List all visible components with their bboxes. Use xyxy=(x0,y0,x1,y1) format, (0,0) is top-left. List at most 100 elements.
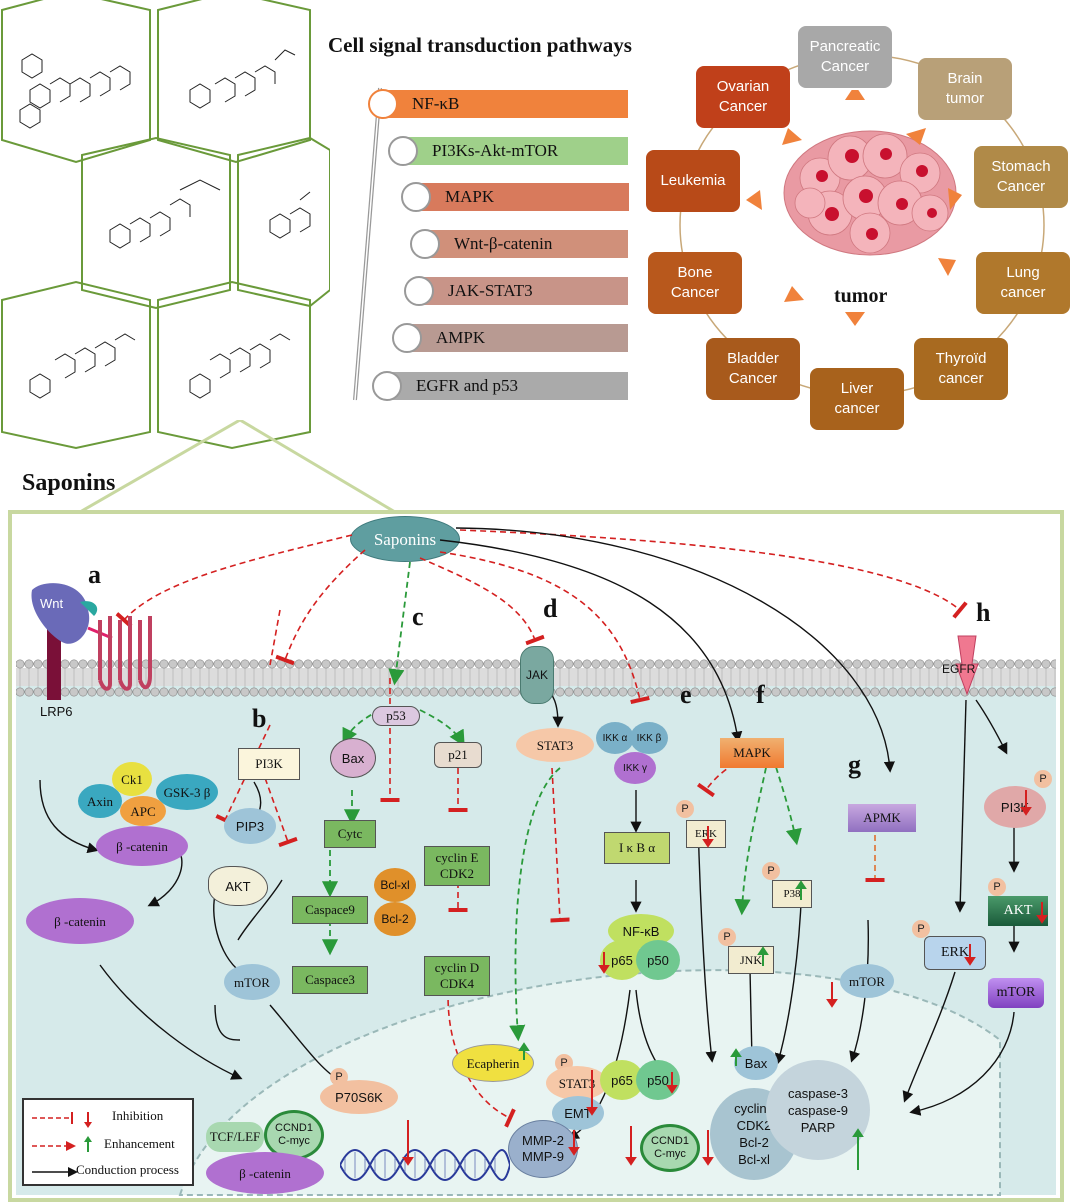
apc-node: APC xyxy=(120,796,166,826)
pi3k-h-node: PI3K xyxy=(984,786,1046,828)
cancer-type-box: Lung cancer xyxy=(976,252,1070,314)
legend: Inhibition Enhancement Conduction proces… xyxy=(22,1098,194,1186)
bcatenin-node-3: β -catenin xyxy=(206,1152,324,1194)
ccnd1-cmyc-text: CCND1 C-myc xyxy=(275,1122,313,1147)
legend-symbols xyxy=(32,1112,92,1177)
pip3-node: PIP3 xyxy=(224,808,276,844)
mmp-node: MMP-2 MMP-9 xyxy=(508,1120,578,1178)
caspases-node: caspase-3 caspase-9 PARP xyxy=(766,1060,870,1160)
pi3k-box: PI3K xyxy=(238,748,300,780)
ikka-node: IKK α xyxy=(596,722,634,754)
pathway-row: PI3Ks-Akt-mTOR xyxy=(404,137,628,165)
p50-node: p50 xyxy=(636,940,680,980)
gsk3b-node: GSK-3 β xyxy=(156,774,218,810)
lrp6-label: LRP6 xyxy=(40,704,73,719)
mtor-node: mTOR xyxy=(224,964,280,1000)
pathways-title: Cell signal transduction pathways xyxy=(328,33,632,57)
cancer-type-box: Bladder Cancer xyxy=(706,338,800,400)
p21-box: p21 xyxy=(434,742,482,768)
ccnd1b-text: CCND1 C-myc xyxy=(651,1135,689,1160)
cancer-type-box: Thyroïd cancer xyxy=(914,338,1008,400)
ecapherin-node: Ecapherin xyxy=(452,1044,534,1082)
cancer-type-box: Stomach Cancer xyxy=(974,146,1068,208)
caspace3-box: Caspace3 xyxy=(292,966,368,994)
saponins-node: Saponins xyxy=(350,516,460,562)
cancer-type-box: Brain tumor xyxy=(918,58,1012,120)
caspace9-box: Caspace9 xyxy=(292,896,368,924)
ccnd1b-node: CCND1 C-myc xyxy=(640,1124,700,1172)
jak-node: JAK xyxy=(520,646,554,704)
ikkg-node: IKK γ xyxy=(614,752,656,784)
akt-node: AKT xyxy=(208,866,268,906)
saponins-heading: Saponins xyxy=(22,470,116,496)
ccnd1-cmyc-node: CCND1 C-myc xyxy=(264,1110,324,1160)
tumor-label: tumor xyxy=(834,285,888,307)
label-e: e xyxy=(680,680,692,709)
akt-h-phospho: P xyxy=(988,878,1006,896)
pathway-node-circle xyxy=(401,182,431,212)
cancer-type-box: Liver cancer xyxy=(810,368,904,430)
mapk-box: MAPK xyxy=(720,738,784,768)
cancer-type-box: Bone Cancer xyxy=(648,252,742,314)
p53-box: p53 xyxy=(372,706,420,726)
label-f: f xyxy=(756,680,765,709)
cyclinD-box: cyclin D CDK4 xyxy=(424,956,490,996)
mmp-text: MMP-2 MMP-9 xyxy=(522,1133,564,1164)
wnt-label: Wnt xyxy=(40,596,64,611)
cancer-type-box: Pancreatic Cancer xyxy=(798,26,892,88)
jnk-phospho: P xyxy=(718,928,736,946)
bcl2-node: Bcl-2 xyxy=(374,902,416,936)
stat3-node: STAT3 xyxy=(516,728,594,762)
label-c: c xyxy=(412,602,424,631)
label-b: b xyxy=(252,704,267,733)
cancer-type-box: Leukemia xyxy=(646,150,740,212)
legend-enhancement: Enhancement xyxy=(104,1136,175,1151)
pathway-row: MAPK xyxy=(417,183,629,211)
p38-box: P38 xyxy=(772,880,812,908)
cyclinE-text: cyclin E CDK2 xyxy=(435,850,479,881)
cyclinE-box: cyclin E CDK2 xyxy=(424,846,490,886)
tumor-cell-cluster xyxy=(783,130,957,256)
pathway-node-circle xyxy=(388,136,418,166)
egfr-receptor-graphic xyxy=(955,635,979,696)
pathway-row: Wnt-β-catenin xyxy=(426,230,628,258)
stat3b-node: STAT3 xyxy=(546,1066,608,1100)
cyclina-text: cyclina CDK2 Bcl-2 Bcl-xl xyxy=(734,1101,774,1167)
bcatenin-node-2: β -catenin xyxy=(26,898,134,944)
label-d: d xyxy=(543,594,558,623)
wnt-receptor-graphic xyxy=(31,583,152,700)
pathway-label: EGFR and p53 xyxy=(388,372,628,400)
pathway-node-circle xyxy=(368,89,398,119)
jnk-box: JNK xyxy=(728,946,774,974)
pathway-row: AMPK xyxy=(408,324,628,352)
pathway-label: AMPK xyxy=(408,324,628,352)
pathway-row: JAK-STAT3 xyxy=(420,277,628,305)
p70s6k-node: P70S6K xyxy=(320,1080,398,1114)
axin-node: Axin xyxy=(78,784,122,818)
mtor-h-box: mTOR xyxy=(988,978,1044,1008)
tumor-arrows xyxy=(746,90,962,326)
tcf-lef-box: TCF/LEF xyxy=(206,1122,264,1152)
akt-h-box: AKT xyxy=(988,896,1048,926)
cytc-box: Cytc xyxy=(324,820,376,848)
bax-node: Bax xyxy=(330,738,376,778)
cancer-type-box: Ovarian Cancer xyxy=(696,66,790,128)
label-g: g xyxy=(848,750,861,779)
label-a: a xyxy=(88,560,101,589)
egfr-label: EGFR xyxy=(942,662,976,676)
pathway-node-circle xyxy=(392,323,422,353)
pathway-row: EGFR and p53 xyxy=(388,372,628,400)
legend-inhibition: Inhibition xyxy=(112,1108,164,1123)
bclxl-node: Bcl-xl xyxy=(374,868,416,902)
bax2-node: Bax xyxy=(734,1046,778,1080)
erk-phospho: P xyxy=(676,800,694,818)
pathway-label: Wnt-β-catenin xyxy=(426,230,628,258)
dna-helix xyxy=(340,1149,510,1181)
p38-phospho: P xyxy=(762,862,780,880)
ikba-box: I κ B α xyxy=(604,832,670,864)
erk-h-box: ERK xyxy=(924,936,986,970)
ck1-node: Ck1 xyxy=(112,762,152,796)
pathway-node-circle xyxy=(372,371,402,401)
pathway-label: PI3Ks-Akt-mTOR xyxy=(404,137,628,165)
